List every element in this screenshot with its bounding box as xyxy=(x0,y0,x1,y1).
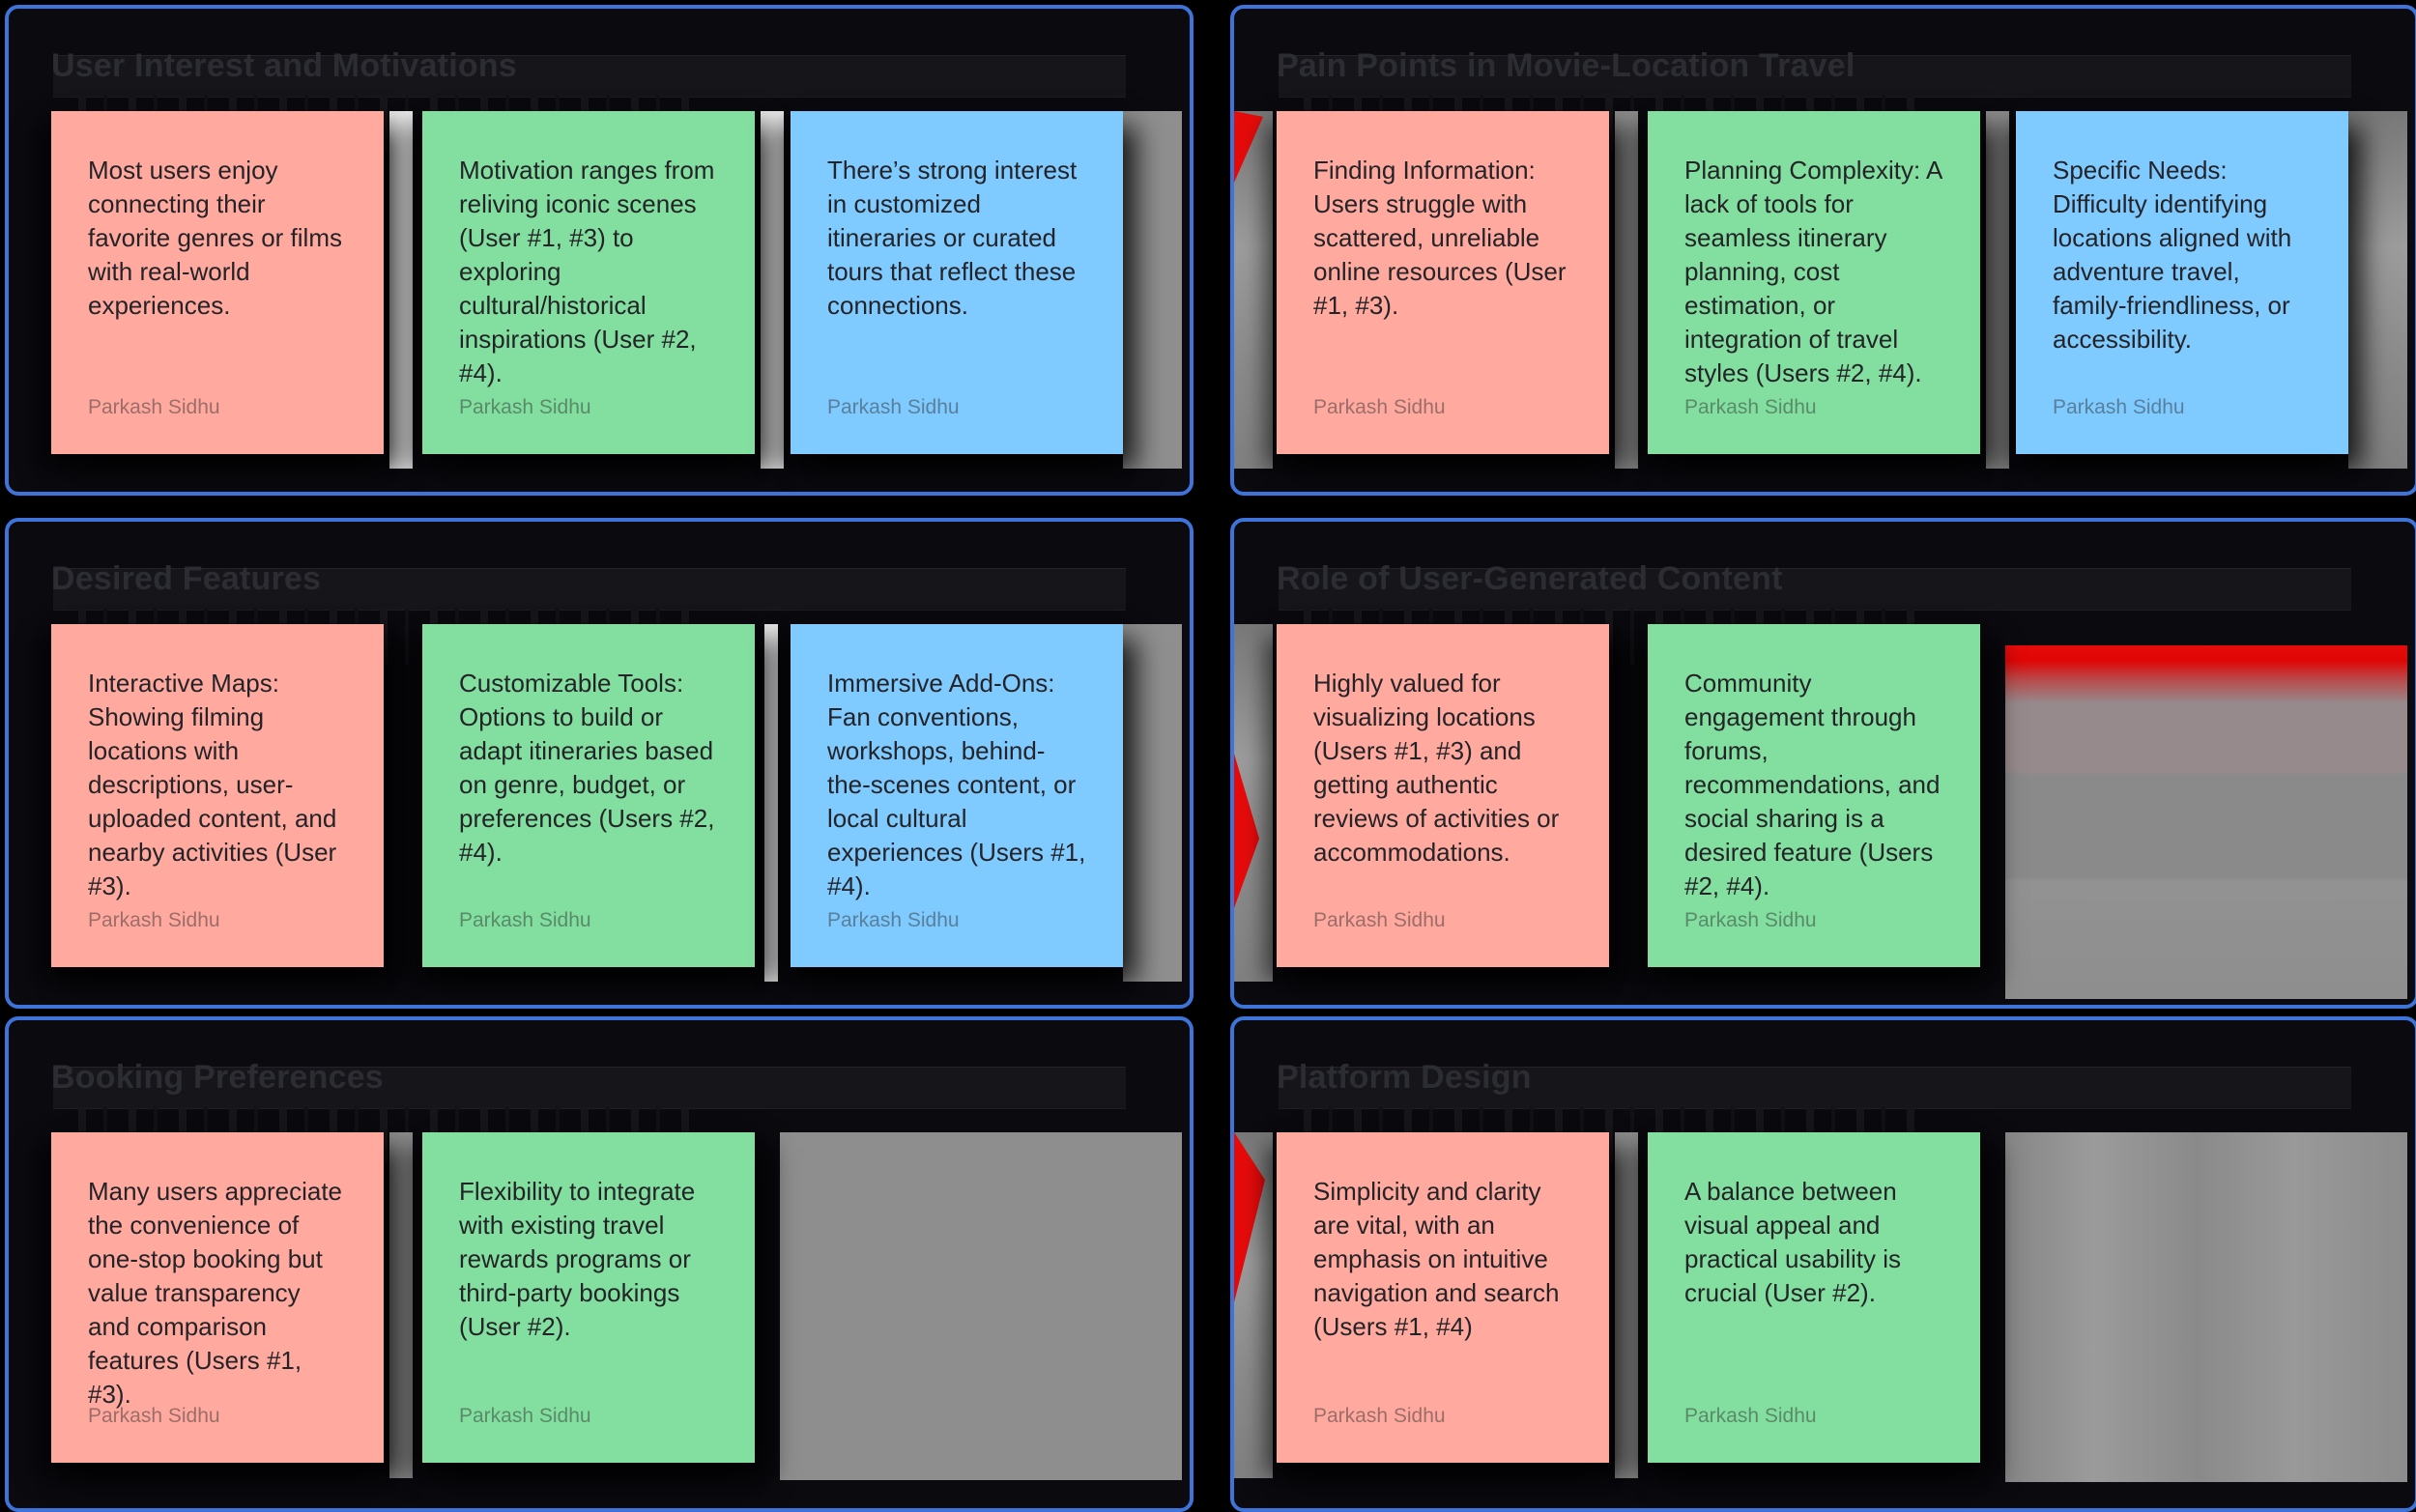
sticky-note[interactable]: Immersive Add-Ons: Fan conventions, work… xyxy=(791,624,1123,967)
backdrop-strip xyxy=(389,111,413,469)
backdrop-strip xyxy=(761,111,784,469)
sticky-note[interactable]: Planning Complexity: A lack of tools for… xyxy=(1648,111,1980,454)
sticky-note[interactable]: Customizable Tools: Options to build or … xyxy=(422,624,755,967)
section-title: Desired Features xyxy=(51,560,322,597)
sticky-note[interactable]: Interactive Maps: Showing filming locati… xyxy=(51,624,384,967)
backdrop-strip xyxy=(1615,1132,1638,1478)
section-frame-pain-points[interactable]: Pain Points in Movie-Location Travel Fin… xyxy=(1230,5,2416,496)
sticky-note[interactable]: Highly valued for visualizing locations … xyxy=(1277,624,1609,967)
sticky-note-author: Parkash Sidhu xyxy=(88,909,220,931)
section-frame-user-interest[interactable]: User Interest and Motivations Most users… xyxy=(5,5,1194,496)
sticky-note-text: Interactive Maps: Showing filming locati… xyxy=(88,669,337,900)
sticky-note-text: Planning Complexity: A lack of tools for… xyxy=(1684,156,1941,387)
section-frame-platform-design[interactable]: Platform Design Simplicity and clarity a… xyxy=(1230,1016,2416,1512)
sticky-note-author: Parkash Sidhu xyxy=(1684,1405,1817,1427)
sticky-note-text: Simplicity and clarity are vital, with a… xyxy=(1313,1177,1560,1341)
sticky-note-text: Finding Information: Users struggle with… xyxy=(1313,156,1567,320)
sticky-note[interactable]: Most users enjoy connecting their favori… xyxy=(51,111,384,454)
backdrop-strip xyxy=(1123,624,1182,982)
sticky-note-author: Parkash Sidhu xyxy=(88,1405,220,1427)
section-title: User Interest and Motivations xyxy=(51,47,517,84)
sticky-note-author: Parkash Sidhu xyxy=(827,909,960,931)
sticky-note-text: A balance between visual appeal and prac… xyxy=(1684,1177,1901,1307)
title-glitch-band xyxy=(53,55,1126,98)
section-title: Role of User-Generated Content xyxy=(1277,560,1783,597)
title-glitch-band xyxy=(1279,1067,2351,1109)
sticky-note-text: Most users enjoy connecting their favori… xyxy=(88,156,342,320)
backdrop-strip xyxy=(389,1132,413,1478)
sticky-note[interactable]: Community engagement through forums, rec… xyxy=(1648,624,1980,967)
sticky-note-text: Motivation ranges from reliving iconic s… xyxy=(459,156,715,387)
sticky-note-author: Parkash Sidhu xyxy=(827,396,960,418)
sticky-note-text: There’s strong interest in customized it… xyxy=(827,156,1078,320)
sticky-note[interactable]: Specific Needs: Difficulty identifying l… xyxy=(2016,111,2348,454)
sticky-note-author: Parkash Sidhu xyxy=(88,396,220,418)
sticky-note-text: Many users appreciate the convenience of… xyxy=(88,1177,343,1409)
glitch-block xyxy=(2005,1132,2407,1482)
section-title: Pain Points in Movie-Location Travel xyxy=(1277,47,1855,84)
section-title: Booking Preferences xyxy=(51,1059,384,1096)
sticky-note-author: Parkash Sidhu xyxy=(459,396,591,418)
sticky-note-author: Parkash Sidhu xyxy=(459,1405,591,1427)
sticky-note-author: Parkash Sidhu xyxy=(1684,909,1817,931)
sticky-note-author: Parkash Sidhu xyxy=(1313,1405,1446,1427)
section-frame-user-generated-content[interactable]: Role of User-Generated Content Highly va… xyxy=(1230,518,2416,1009)
sticky-note-text: Specific Needs: Difficulty identifying l… xyxy=(2053,156,2292,354)
sticky-note[interactable]: A balance between visual appeal and prac… xyxy=(1648,1132,1980,1463)
glitch-block xyxy=(2005,645,2407,999)
sticky-note[interactable]: Motivation ranges from reliving iconic s… xyxy=(422,111,755,454)
sticky-note-author: Parkash Sidhu xyxy=(1684,396,1817,418)
backdrop-strip xyxy=(1234,111,1273,469)
sticky-note-author: Parkash Sidhu xyxy=(1313,909,1446,931)
sticky-note-author: Parkash Sidhu xyxy=(2053,396,2185,418)
sticky-note[interactable]: Finding Information: Users struggle with… xyxy=(1277,111,1609,454)
backdrop-strip xyxy=(2348,111,2407,469)
backdrop-strip xyxy=(1615,111,1638,469)
sticky-note[interactable]: Flexibility to integrate with existing t… xyxy=(422,1132,755,1463)
sticky-note[interactable]: Many users appreciate the convenience of… xyxy=(51,1132,384,1463)
section-title: Platform Design xyxy=(1277,1059,1532,1096)
backdrop-strip xyxy=(1986,111,2009,469)
sticky-note[interactable]: There’s strong interest in customized it… xyxy=(791,111,1123,454)
sticky-note-text: Community engagement through forums, rec… xyxy=(1684,669,1941,900)
sticky-note[interactable]: Simplicity and clarity are vital, with a… xyxy=(1277,1132,1609,1463)
glitch-block xyxy=(780,1132,1182,1480)
section-frame-booking-preferences[interactable]: Booking Preferences Many users appreciat… xyxy=(5,1016,1194,1512)
backdrop-strip xyxy=(764,624,778,982)
sticky-note-author: Parkash Sidhu xyxy=(459,909,591,931)
section-frame-desired-features[interactable]: Desired Features Interactive Maps: Showi… xyxy=(5,518,1194,1009)
sticky-note-author: Parkash Sidhu xyxy=(1313,396,1446,418)
sticky-note-text: Customizable Tools: Options to build or … xyxy=(459,669,715,867)
sticky-note-text: Highly valued for visualizing locations … xyxy=(1313,669,1560,867)
sticky-note-text: Flexibility to integrate with existing t… xyxy=(459,1177,696,1341)
backdrop-strip xyxy=(1123,111,1182,469)
sticky-note-text: Immersive Add-Ons: Fan conventions, work… xyxy=(827,669,1086,900)
